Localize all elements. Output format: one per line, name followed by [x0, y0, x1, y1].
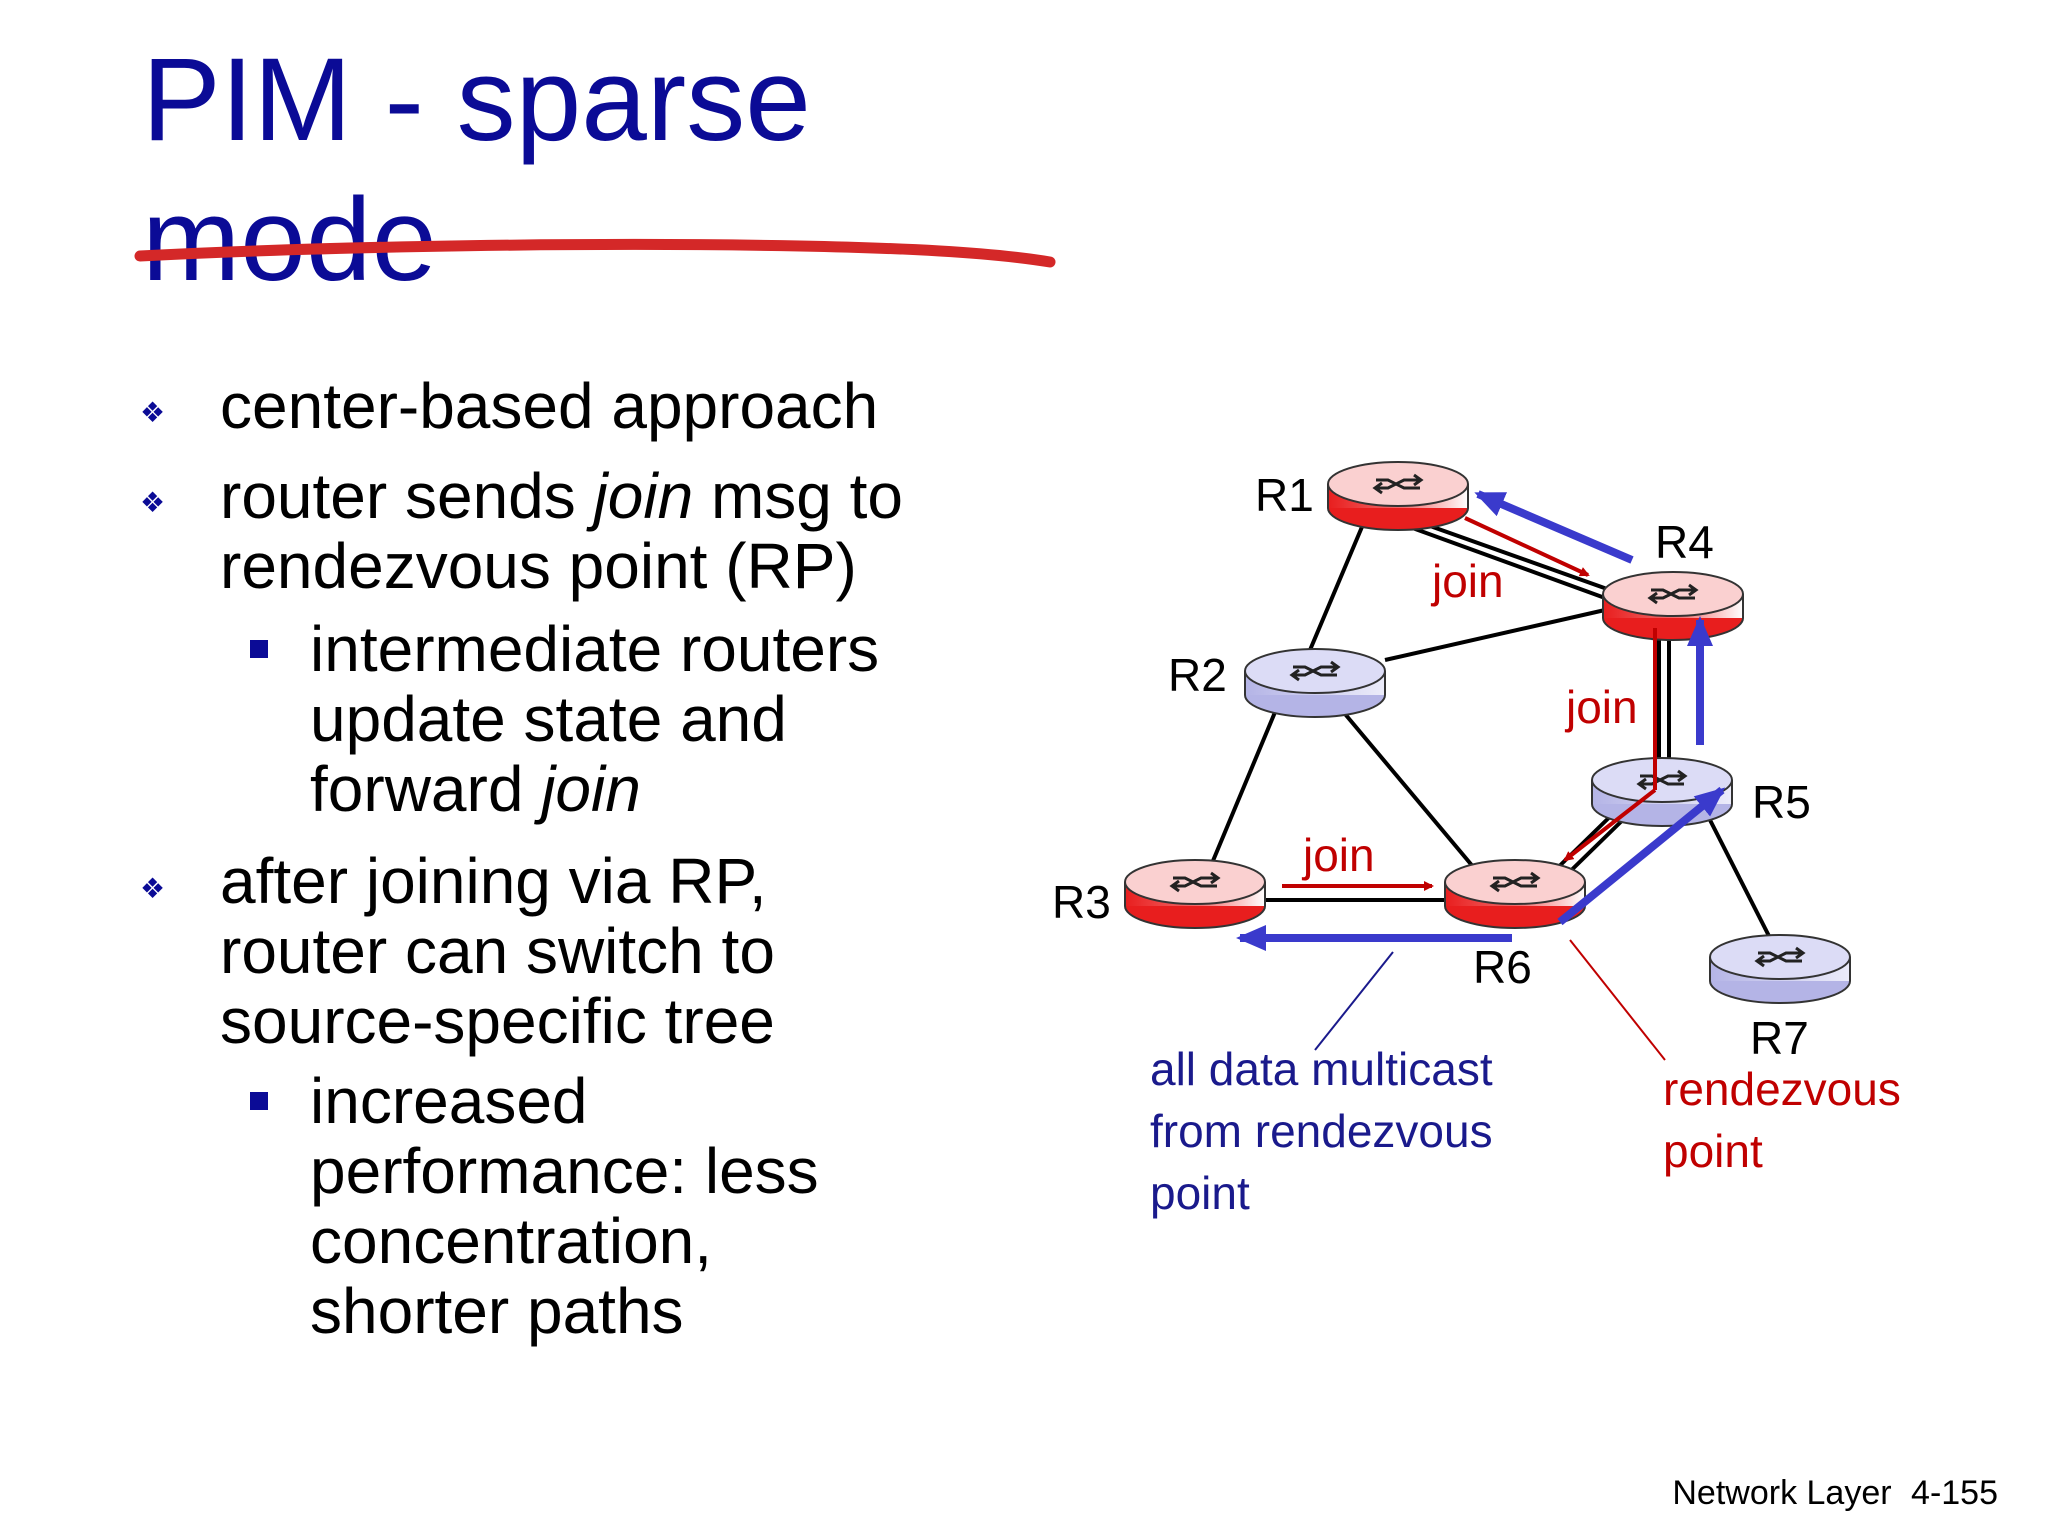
label-R7: R7: [1750, 1012, 1809, 1064]
label-R1: R1: [1255, 469, 1314, 521]
multicast-leader: [1314, 951, 1394, 1051]
footer-page-number: 4-155: [1911, 1474, 1998, 1512]
router-R4: [1602, 571, 1744, 641]
rendezvous-point-callout: rendezvous point: [1663, 1063, 1901, 1177]
slide-title: PIM - sparse mode: [142, 30, 1142, 310]
label-R5: R5: [1752, 776, 1811, 828]
join-label-r1-r4: join: [1432, 555, 1504, 607]
router-R2: [1244, 648, 1386, 718]
router-R1: [1327, 461, 1469, 531]
router-R6: [1444, 859, 1586, 929]
slide-footer: Network Layer 4-155: [1662, 1474, 1998, 1513]
label-R6: R6: [1473, 941, 1532, 993]
title-line-1: PIM - sparse: [142, 34, 811, 166]
router-R3: [1124, 859, 1266, 929]
label-R3: R3: [1052, 876, 1111, 928]
network-links: [1208, 508, 1772, 939]
rp-leader: [1569, 939, 1666, 1061]
router-R5: [1591, 757, 1733, 827]
join-arrows: [1282, 516, 1657, 891]
join-label-r3-r6: join: [1303, 829, 1375, 881]
label-R2: R2: [1168, 649, 1227, 701]
footer-section: Network Layer: [1672, 1474, 1892, 1512]
title-line-2: mode: [142, 174, 438, 306]
router-R7: [1709, 934, 1851, 1004]
multicast-callout: all data multicast from rendezvous point: [1150, 1043, 1493, 1219]
label-R4: R4: [1655, 516, 1714, 568]
data-arrows: [1236, 490, 1726, 951]
join-label-r4-r6: join: [1566, 681, 1638, 733]
